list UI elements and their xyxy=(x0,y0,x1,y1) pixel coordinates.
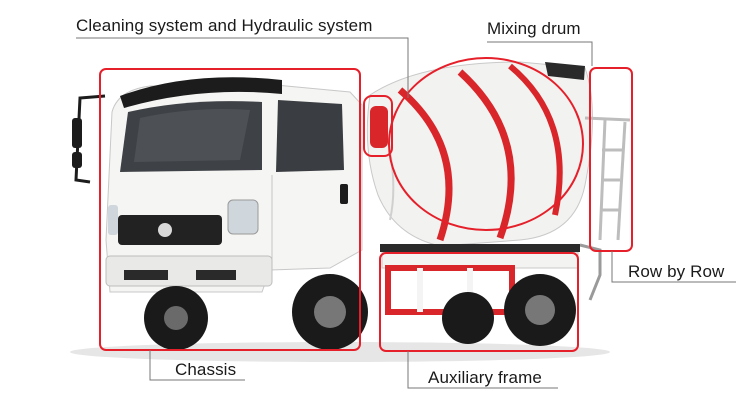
ground-shadow xyxy=(70,342,610,362)
leader-aux xyxy=(407,351,558,389)
leader-mixing xyxy=(487,41,593,66)
mixing-drum-highlight-ellipse xyxy=(388,57,584,231)
label-auxiliary-frame: Auxiliary frame xyxy=(428,368,542,387)
mixing-drum-graphic xyxy=(366,61,593,247)
label-row-by-row: Row by Row xyxy=(628,262,725,281)
leader-row xyxy=(611,251,736,283)
label-cleaning-hydraulic: Cleaning system and Hydraulic system xyxy=(76,16,373,35)
water-tank-highlight-box xyxy=(363,95,393,157)
rear-ladder-graphic xyxy=(579,116,631,301)
cleaning-hydraulic-highlight-box xyxy=(99,68,361,351)
row-by-row-highlight-box xyxy=(589,67,633,252)
label-chassis: Chassis xyxy=(175,360,237,379)
auxiliary-frame-highlight-box xyxy=(379,252,579,352)
leader-chassis xyxy=(149,350,245,381)
leader-lines xyxy=(76,37,736,389)
wheels-graphic xyxy=(144,274,576,350)
label-mixing-drum: Mixing drum xyxy=(487,19,581,38)
leader-cleaning xyxy=(76,37,409,98)
cab-graphic xyxy=(72,77,363,293)
